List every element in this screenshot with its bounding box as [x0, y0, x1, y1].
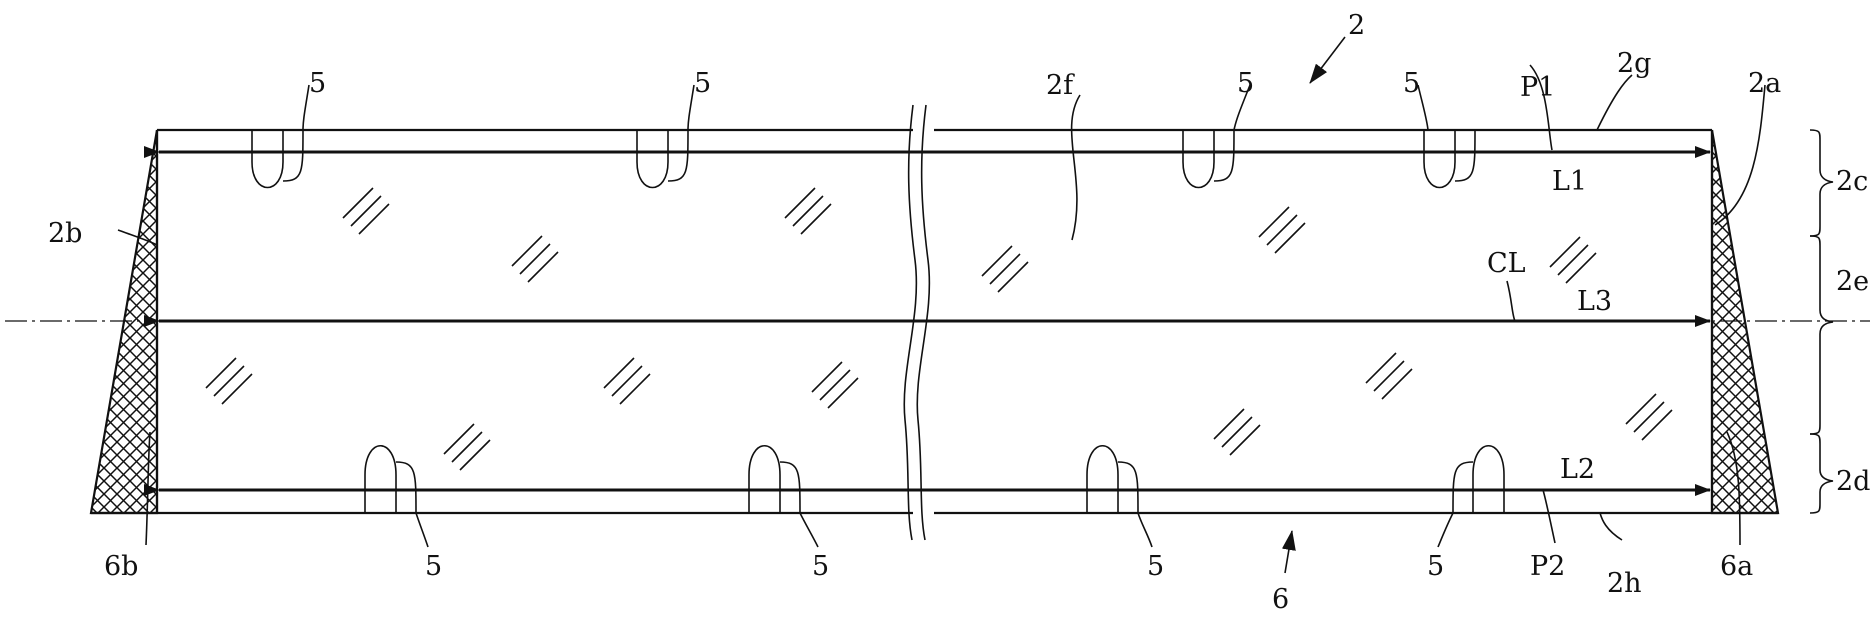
clip-top-3 — [1182, 129, 1235, 189]
label-assembly: 2 — [1348, 10, 1365, 41]
label-top-length: L1 — [1552, 166, 1587, 197]
label-right-end: 2a — [1748, 68, 1781, 99]
clip-bottom-4 — [1452, 445, 1505, 514]
clip-top-2 — [636, 129, 689, 189]
label-middle-zone: 2e — [1836, 266, 1869, 297]
label-clip: 5 — [425, 551, 442, 582]
label-right-block: 6a — [1720, 551, 1753, 582]
label-top-point: P1 — [1520, 72, 1555, 103]
label-bottom-point: P2 — [1530, 551, 1565, 582]
clip-bottom-2 — [748, 445, 801, 514]
glass-reflection-marks — [205, 187, 1673, 471]
label-clip: 5 — [1403, 68, 1420, 99]
label-lower-zone: 2d — [1836, 466, 1870, 497]
glass-panel — [91, 128, 1778, 515]
label-clip: 5 — [309, 68, 326, 99]
label-left-block: 6b — [104, 551, 138, 582]
label-top-edge: 2g — [1617, 48, 1651, 79]
label-glass-face: 2f — [1046, 70, 1075, 101]
label-clip: 5 — [1147, 551, 1164, 582]
label-centerline: CL — [1487, 248, 1526, 279]
label-left-end: 2b — [48, 218, 82, 249]
label-bottom-edge: 2h — [1607, 568, 1642, 599]
clip-top-4 — [1423, 129, 1476, 189]
label-base-member: 6 — [1272, 584, 1289, 615]
clip-bottom-1 — [364, 445, 417, 514]
zone-braces — [1809, 129, 1834, 514]
leader-lines — [117, 36, 1766, 574]
label-upper-zone: 2c — [1836, 166, 1868, 197]
clip-bottom-3 — [1086, 445, 1139, 514]
label-clip: 5 — [1427, 551, 1444, 582]
label-clip: 5 — [812, 551, 829, 582]
label-bottom-length: L2 — [1560, 454, 1595, 485]
label-clip: 5 — [1237, 68, 1254, 99]
label-clip: 5 — [694, 68, 711, 99]
label-middle-length: L3 — [1577, 286, 1612, 317]
clip-top-1 — [251, 129, 304, 189]
